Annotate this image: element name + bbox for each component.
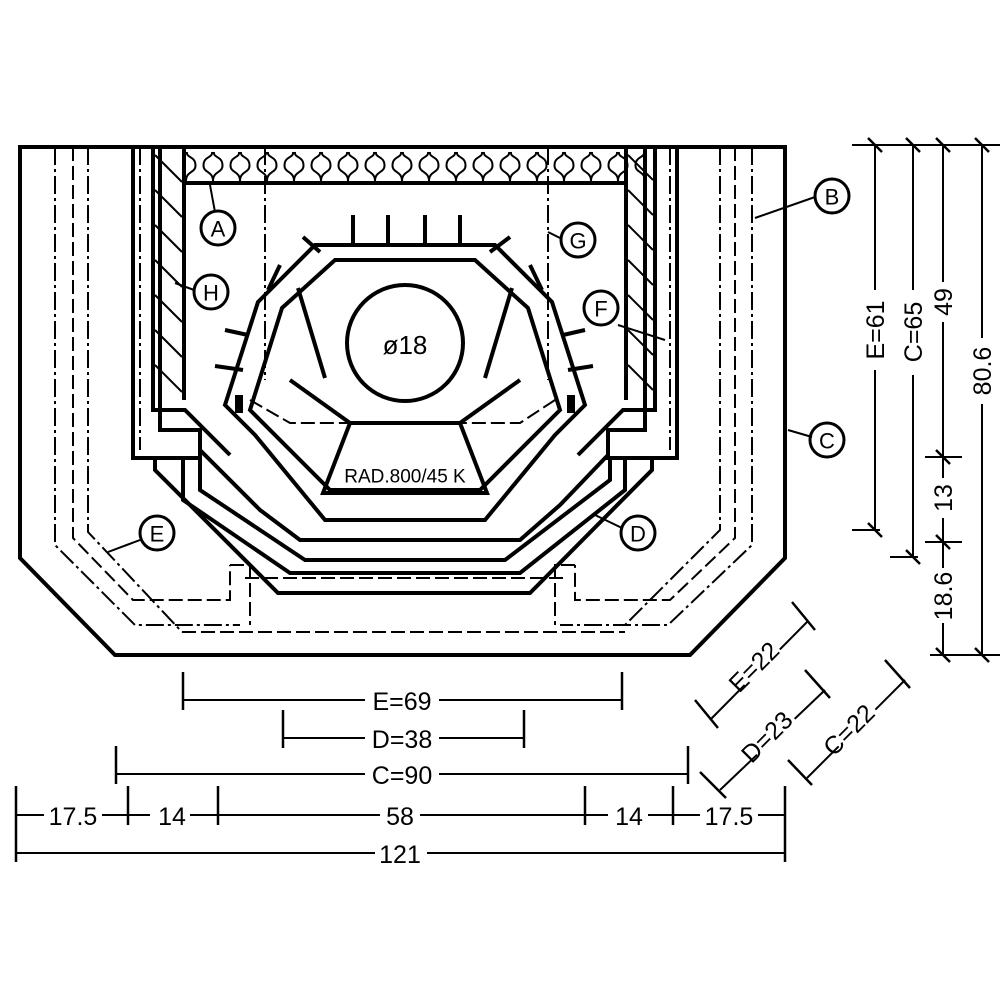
hatch-left xyxy=(154,154,183,393)
dim-c-90: C=90 xyxy=(114,746,690,790)
svg-text:G: G xyxy=(569,229,586,254)
segment-dash-line xyxy=(249,399,556,424)
refractory-left xyxy=(151,147,232,457)
outer-layer-lines xyxy=(54,147,753,633)
dim-c-65: C=65 xyxy=(890,137,928,565)
pipe-circle xyxy=(345,283,465,403)
layer-line-left-2 xyxy=(72,147,231,601)
segment-line-left xyxy=(288,378,352,425)
dim-chain-vertical: 49 13 18.6 xyxy=(925,137,962,663)
dim-chain-5: 17.5 xyxy=(705,803,754,831)
dim-18-6: 18.6 xyxy=(930,572,958,621)
segment-line-right xyxy=(458,378,522,425)
dim-total-121: 121 xyxy=(16,839,785,869)
layer-line-right-1 xyxy=(624,147,721,626)
insulation-cell xyxy=(428,151,457,182)
dim-chain: 17.5 14 58 14 17.5 xyxy=(14,786,787,862)
insulation-cell xyxy=(374,151,403,182)
layer-line-left-3 xyxy=(87,147,183,633)
insulation-cell xyxy=(266,151,295,182)
dim-chain-4: 14 xyxy=(615,803,643,831)
svg-text:D: D xyxy=(630,522,646,547)
dim-e-22: E=22 xyxy=(694,601,816,729)
insulation-cell xyxy=(320,151,349,182)
diagonal-dimensions: E=22 D=23 C=22 xyxy=(694,601,911,799)
svg-text:B: B xyxy=(825,185,840,210)
dim-chain-3: 58 xyxy=(386,803,414,831)
dim-d-38: D=38 xyxy=(281,710,526,754)
callout-h: H xyxy=(174,273,230,311)
layer-line-left-1 xyxy=(54,147,240,626)
insulation-cell xyxy=(185,151,214,182)
insulation-cell xyxy=(617,151,646,182)
insulation-cell xyxy=(590,151,619,182)
insulation-cell xyxy=(239,151,268,182)
layer-line-right-2 xyxy=(574,147,736,601)
callout-f: F xyxy=(582,289,666,341)
svg-text:E: E xyxy=(150,522,165,547)
svg-text:C=90: C=90 xyxy=(372,762,432,790)
callout-d: D xyxy=(594,514,657,552)
octagon-outer xyxy=(222,243,588,522)
svg-text:A: A xyxy=(211,217,226,242)
insulation-cell xyxy=(212,151,241,182)
segment-label: RAD.800/45 K xyxy=(344,467,466,488)
insulation-cell xyxy=(509,151,538,182)
hatch-right xyxy=(627,154,654,391)
dim-e-61: E=61 xyxy=(852,137,890,538)
callout-e: E xyxy=(107,514,176,553)
dim-13: 13 xyxy=(930,484,958,512)
callout-g: G xyxy=(547,221,597,259)
dim-80-6: 80.6 xyxy=(930,137,1000,663)
svg-text:F: F xyxy=(594,297,607,322)
trough-4 xyxy=(153,458,654,595)
callout-a: A xyxy=(199,184,237,247)
svg-text:80.6: 80.6 xyxy=(969,347,997,396)
insulation-cell xyxy=(536,151,565,182)
insulation-cell xyxy=(482,151,511,182)
trough-1 xyxy=(198,430,610,542)
dim-chain-1: 17.5 xyxy=(49,803,98,831)
callout-c: C xyxy=(787,421,846,459)
segment-line-right-2 xyxy=(483,287,514,379)
svg-text:E=69: E=69 xyxy=(372,688,431,716)
dim-e-69: E=69 xyxy=(181,672,624,716)
insulation-cell xyxy=(401,151,430,182)
dim-c-22: C=22 xyxy=(787,659,911,786)
trough-2 xyxy=(181,458,627,575)
dim-chain-2: 14 xyxy=(158,803,186,831)
pipe-diameter-label: ø18 xyxy=(383,330,428,360)
foundation-block-left xyxy=(230,564,251,625)
callout-b: B xyxy=(754,177,851,219)
clamp-right xyxy=(567,395,575,413)
trough-3 xyxy=(198,458,612,562)
svg-text:H: H xyxy=(203,281,219,306)
insulation-cell xyxy=(347,151,376,182)
svg-text:C: C xyxy=(819,429,835,454)
inner-chamber xyxy=(20,145,785,460)
foundation-block-right xyxy=(554,564,575,625)
insulation-cell xyxy=(293,151,322,182)
insulation-cell xyxy=(563,151,592,182)
dim-d-23: D=23 xyxy=(699,669,831,799)
dim-49: 49 xyxy=(930,288,958,316)
svg-text:C=65: C=65 xyxy=(900,302,928,362)
svg-text:D=38: D=38 xyxy=(372,726,432,754)
horizontal-dimensions: E=69 D=38 C=90 17.5 xyxy=(14,672,787,869)
callouts: A B C D E F G xyxy=(107,177,851,553)
vertical-dimensions: E=61 C=65 49 13 18.6 xyxy=(852,137,1000,663)
clamp-left xyxy=(235,395,243,413)
layer-line-right-3 xyxy=(560,147,753,626)
octagon-inner xyxy=(247,258,563,492)
pipe-assembly: ø18 RAD.800/45 K xyxy=(214,215,594,522)
svg-text:121: 121 xyxy=(379,841,421,869)
refractory-right xyxy=(576,147,657,457)
anchor-spikes xyxy=(214,215,594,372)
svg-text:E=61: E=61 xyxy=(862,300,890,359)
insulation-cell xyxy=(455,151,484,182)
segment-line-left-2 xyxy=(296,287,327,379)
trough-layers xyxy=(153,430,654,625)
insulation-pattern xyxy=(185,151,646,182)
